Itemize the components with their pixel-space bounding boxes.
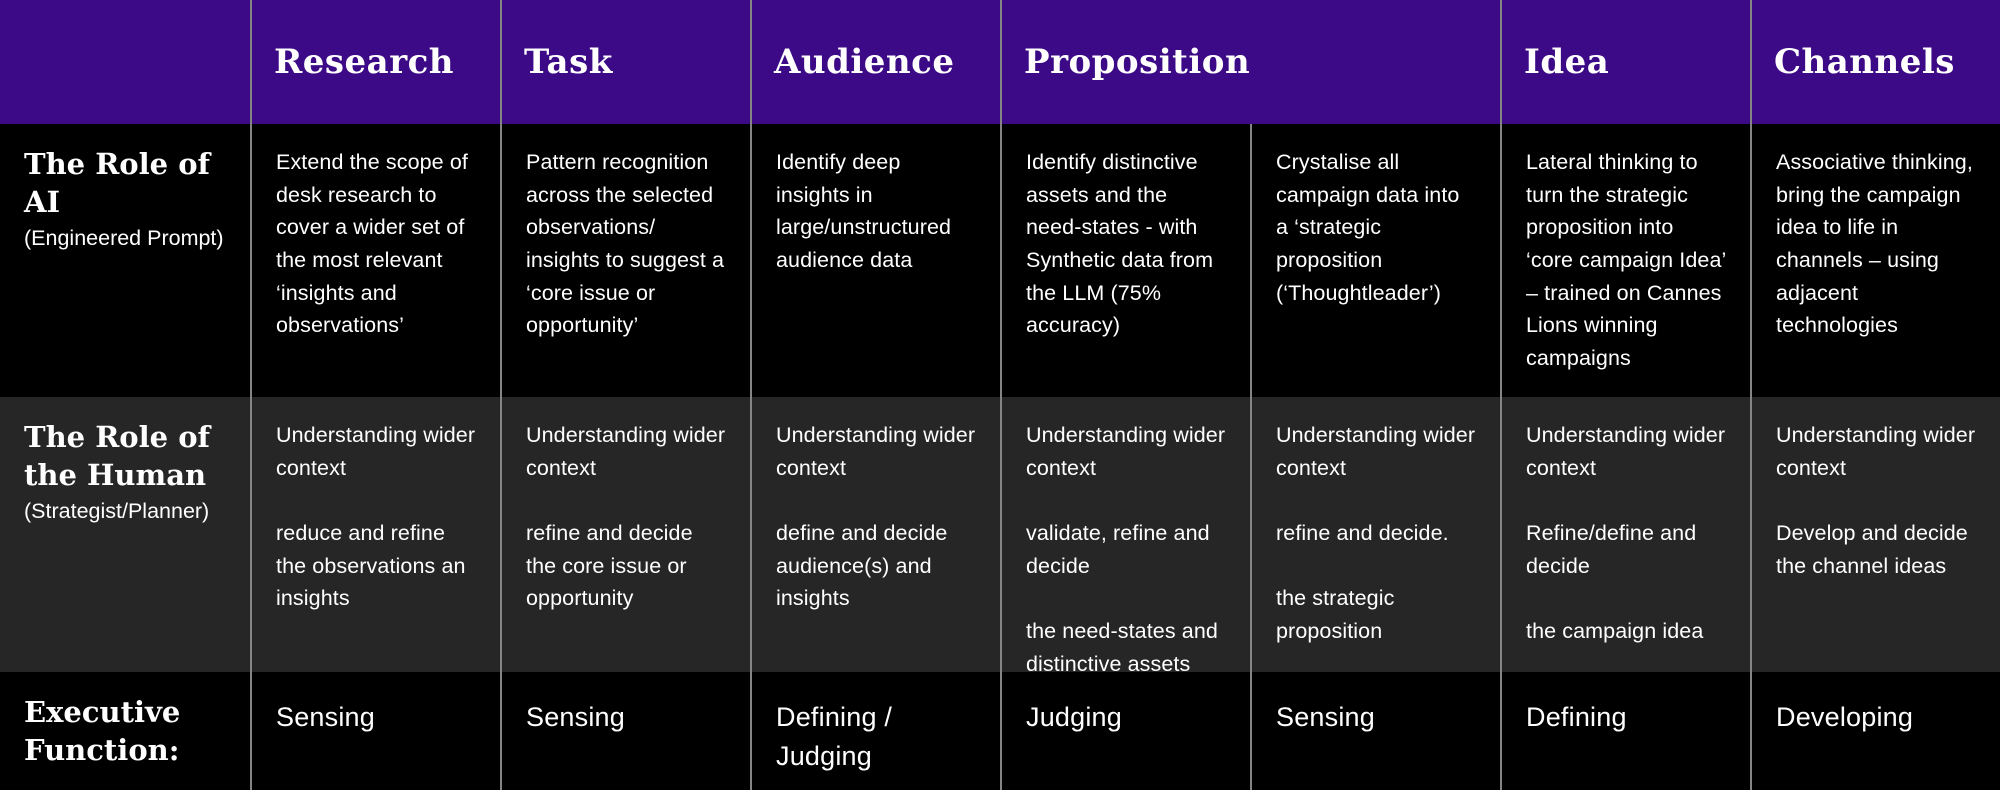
header-audience-label: Audience: [774, 42, 955, 82]
ai-cell-task: Pattern recognition across the selected …: [500, 124, 750, 397]
exec-cell-channels: Developing: [1750, 672, 2000, 790]
ai-cell-proposition-1-text: Identify distinctive assets and the need…: [1026, 150, 1214, 338]
exec-cell-proposition-2: Sensing: [1250, 672, 1500, 790]
exec-cell-task: Sensing: [500, 672, 750, 790]
exec-cell-research: Sensing: [250, 672, 500, 790]
human-cell-proposition-2: Understanding wider context refine and d…: [1250, 397, 1500, 672]
ai-cell-proposition-1: Identify distinctive assets and the need…: [1000, 124, 1250, 397]
header-task: Task: [500, 0, 750, 124]
header-corner-cell: [0, 0, 250, 124]
human-row-subtitle: (Strategist/Planner): [24, 499, 210, 524]
human-cell-channels: Understanding wider context Develop and …: [1750, 397, 2000, 672]
human-cell-idea-text: Understanding wider context Refine/defin…: [1526, 423, 1726, 644]
ai-cell-proposition-2: Crystalise all campaign data into a ‘str…: [1250, 124, 1500, 397]
header-research: Research: [250, 0, 500, 124]
human-cell-proposition-2-text: Understanding wider context refine and d…: [1276, 423, 1476, 644]
human-cell-idea: Understanding wider context Refine/defin…: [1500, 397, 1750, 672]
human-cell-proposition-1: Understanding wider context validate, re…: [1000, 397, 1250, 676]
header-research-label: Research: [274, 42, 455, 82]
exec-cell-proposition-2-text: Sensing: [1276, 702, 1375, 732]
ai-cell-idea-text: Lateral thinking to turn the strategic p…: [1526, 150, 1726, 371]
header-channels: Channels: [1750, 0, 2000, 124]
ai-row-label-cell: The Role of AI (Engineered Prompt): [0, 124, 250, 397]
human-cell-task: Understanding wider context refine and d…: [500, 397, 750, 672]
ai-cell-channels-text: Associative thinking, bring the campaign…: [1776, 150, 1973, 338]
exec-row-title: Executive Function:: [24, 695, 181, 767]
ai-cell-research-text: Extend the scope of desk research to cov…: [276, 150, 468, 338]
human-cell-audience-text: Understanding wider context define and d…: [776, 423, 976, 611]
exec-cell-task-text: Sensing: [526, 702, 625, 732]
exec-cell-idea-text: Defining: [1526, 702, 1627, 732]
header-task-label: Task: [524, 42, 613, 82]
human-cell-channels-text: Understanding wider context Develop and …: [1776, 423, 1976, 578]
exec-cell-idea: Defining: [1500, 672, 1750, 790]
human-cell-task-text: Understanding wider context refine and d…: [526, 423, 726, 611]
exec-cell-research-text: Sensing: [276, 702, 375, 732]
ai-row-subtitle: (Engineered Prompt): [24, 226, 224, 251]
header-proposition-label: Proposition: [1024, 42, 1251, 82]
ai-cell-idea: Lateral thinking to turn the strategic p…: [1500, 124, 1750, 397]
ai-cell-proposition-2-text: Crystalise all campaign data into a ‘str…: [1276, 150, 1460, 305]
human-row-label-cell: The Role of the Human (Strategist/Planne…: [0, 397, 250, 672]
human-cell-research-text: Understanding wider context reduce and r…: [276, 423, 476, 611]
human-cell-research: Understanding wider context reduce and r…: [250, 397, 500, 672]
ai-cell-task-text: Pattern recognition across the selected …: [526, 150, 725, 338]
ai-cell-channels: Associative thinking, bring the campaign…: [1750, 124, 2000, 397]
ai-cell-research: Extend the scope of desk research to cov…: [250, 124, 500, 397]
exec-row-label-cell: Executive Function:: [0, 672, 250, 790]
human-cell-audience: Understanding wider context define and d…: [750, 397, 1000, 672]
human-cell-proposition-1-text: Understanding wider context validate, re…: [1026, 423, 1226, 676]
header-idea-label: Idea: [1524, 42, 1610, 82]
header-proposition: Proposition: [1000, 0, 1500, 124]
header-channels-label: Channels: [1774, 42, 1955, 82]
exec-cell-proposition-1-text: Judging: [1026, 702, 1122, 732]
exec-cell-audience-text: Defining / Judging: [776, 702, 893, 772]
exec-cell-channels-text: Developing: [1776, 702, 1914, 732]
human-row-title: The Role of the Human: [24, 420, 211, 492]
exec-cell-proposition-1: Judging: [1000, 672, 1250, 790]
header-idea: Idea: [1500, 0, 1750, 124]
ai-cell-audience-text: Identify deep insights in large/unstruct…: [776, 150, 952, 273]
ai-row-title: The Role of AI: [24, 147, 211, 219]
ai-cell-audience: Identify deep insights in large/unstruct…: [750, 124, 1000, 397]
header-audience: Audience: [750, 0, 1000, 124]
exec-cell-audience: Defining / Judging: [750, 672, 1000, 790]
